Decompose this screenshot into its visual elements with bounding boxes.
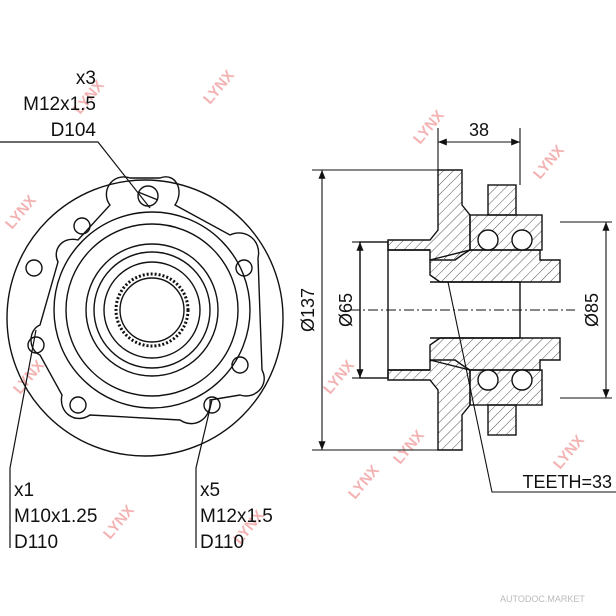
bolt-hole	[231, 356, 249, 374]
bolt-hole	[203, 396, 221, 414]
bolt-hole	[69, 396, 87, 414]
flange-section-lower	[387, 359, 471, 451]
bearing-ball	[477, 229, 499, 251]
bolt-hole	[27, 336, 45, 354]
bearing-diameter-label: Ø85	[582, 293, 602, 327]
left-callout-thread: M10x1.25	[14, 506, 97, 527]
top-callout-thread: M12x1.5	[23, 94, 96, 115]
top-callout-leader	[0, 141, 151, 209]
callout-left: x1 M10x1.25 D110	[14, 480, 97, 553]
watermark-logo: LYNX	[390, 427, 428, 468]
bore-diameter-label: Ø65	[336, 293, 356, 327]
hub-body-upper	[429, 249, 561, 283]
watermark-logo: LYNX	[530, 142, 568, 183]
spline-bore	[119, 277, 185, 343]
flange-outer-circle	[6, 179, 284, 457]
watermark-logo: LYNX	[345, 462, 383, 503]
dimensions	[312, 128, 616, 493]
watermark-logo: LYNX	[200, 67, 238, 108]
teeth-count-label: TEETH=33	[522, 472, 612, 492]
hub-ring-1	[53, 211, 251, 409]
flange-bosses	[30, 176, 265, 425]
hub-ring-3	[85, 243, 219, 377]
hub-ring-2	[65, 223, 239, 397]
spline-teeth	[114, 272, 190, 348]
outer-diameter-label: Ø137	[298, 288, 318, 332]
seal-lower	[487, 404, 517, 436]
watermark-logo: LYNX	[2, 192, 40, 233]
watermark-site: AUTODOC.MARKET	[500, 594, 585, 604]
callout-leaders	[0, 141, 213, 548]
width-dimension-label: 38	[469, 120, 489, 140]
left-callout-diameter: D110	[14, 532, 58, 553]
hub-ring-5	[103, 261, 201, 359]
bolt-hole	[73, 217, 91, 235]
flange-section	[387, 169, 471, 261]
watermark-logo: LYNX	[550, 432, 588, 473]
section-view	[359, 169, 561, 451]
left-callout-leader	[9, 329, 37, 548]
bolt-hole-mark	[137, 191, 159, 201]
hub-ring-4	[93, 251, 211, 369]
bolt-hole	[25, 259, 43, 277]
bearing-ball	[477, 369, 499, 391]
left-callout-qty: x1	[14, 480, 34, 501]
bearing-ball	[511, 369, 533, 391]
bolt-hole	[235, 259, 253, 277]
dimension-labels: 38 Ø137 Ø65 Ø85 TEETH=33	[298, 120, 612, 492]
bearing-ball	[511, 229, 533, 251]
bottom-callout-qty: x5	[200, 480, 220, 501]
bottom-callout-thread: M12x1.5	[200, 506, 273, 527]
top-callout-diameter: D104	[51, 120, 97, 141]
top-callout-qty: x3	[76, 68, 96, 89]
seal-upper	[487, 184, 517, 216]
watermark-logo: LYNX	[320, 357, 358, 398]
bottom-callout-leader	[195, 399, 213, 548]
hub-body-lower	[429, 337, 561, 371]
watermark-logo: LYNX	[100, 502, 138, 543]
callout-bottom: x5 M12x1.5 D110	[200, 480, 273, 553]
front-view	[6, 176, 284, 457]
callout-top: x3 M12x1.5 D104	[23, 68, 96, 141]
bottom-callout-diameter: D110	[200, 532, 244, 553]
